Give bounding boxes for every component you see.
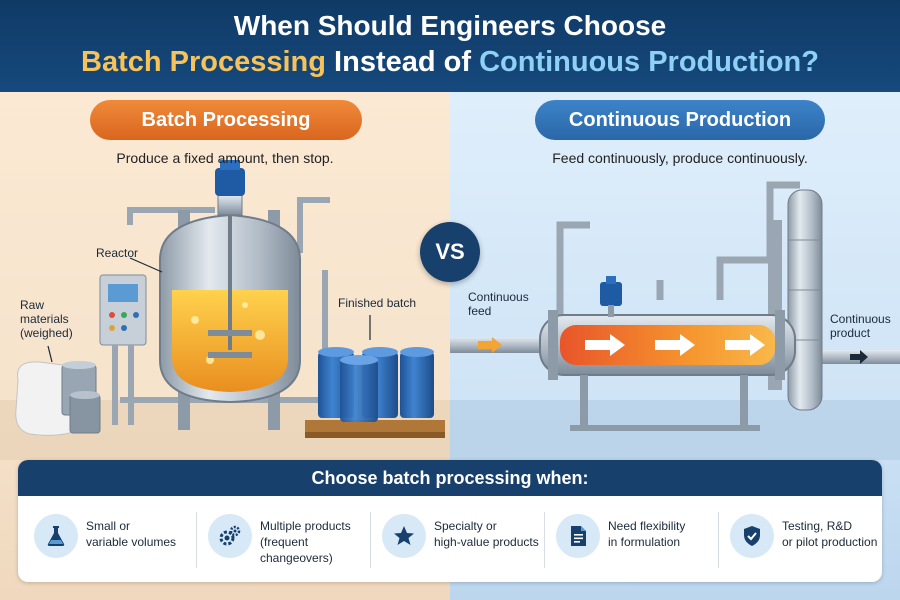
document-icon — [556, 514, 600, 558]
batch-subtitle: Produce a fixed amount, then stop. — [116, 150, 334, 166]
continuous-product-label: Continuous product — [830, 312, 891, 340]
raw-materials-line-3: (weighed) — [20, 326, 73, 340]
agitator-motor — [215, 160, 245, 196]
divider — [544, 512, 545, 568]
criterion-line-1: Testing, R&D — [782, 519, 853, 533]
continuous-pipes — [556, 181, 800, 330]
criterion-line-1: Small or — [86, 519, 131, 533]
star-icon — [382, 514, 426, 558]
divider — [196, 512, 197, 568]
criterion-line-2: variable volumes — [86, 535, 177, 549]
shield-check-icon — [730, 514, 774, 558]
criterion-line-2: high-value products — [434, 535, 539, 549]
criterion-specialty-products: Specialty or high-value products — [372, 504, 544, 574]
finished-drums — [305, 347, 445, 438]
criterion-line-1: Multiple products — [260, 519, 351, 533]
raw-material-containers — [15, 361, 101, 436]
criterion-line-2: or pilot production — [782, 535, 878, 549]
continuous-subtitle: Feed continuously, produce continuously. — [552, 150, 808, 166]
control-panel — [99, 274, 147, 425]
batch-leader-lines — [47, 257, 371, 363]
criterion-line-2: in formulation — [608, 535, 681, 549]
continuous-production-pill: Continuous Production — [535, 100, 825, 140]
gears-icon — [208, 514, 252, 558]
criterion-testing-rnd: Testing, R&D or pilot production — [720, 504, 882, 574]
divider — [370, 512, 371, 568]
continuous-feed-line-2: feed — [468, 304, 492, 318]
vs-badge: VS — [420, 222, 480, 282]
pump-motor — [600, 276, 622, 317]
finished-batch-label: Finished batch — [338, 296, 417, 310]
continuous-feed-label: Continuous feed — [468, 290, 529, 318]
criterion-line-2: (frequent changeovers) — [260, 535, 333, 565]
flask-icon — [34, 514, 78, 558]
divider — [718, 512, 719, 568]
title-middle: Instead of — [326, 46, 480, 78]
criterion-small-volumes: Small or variable volumes — [24, 504, 196, 574]
criterion-multiple-products: Multiple products (frequent changeovers) — [198, 504, 370, 574]
continuous-feed-line-1: Continuous — [468, 290, 529, 304]
continuous-product-line-2: product — [830, 326, 871, 340]
criterion-line-1: Specialty or — [434, 519, 497, 533]
criteria-heading: Choose batch processing when: — [18, 460, 882, 496]
criteria-panel: Choose batch processing when: Small or va… — [18, 460, 882, 582]
criterion-flexibility: Need flexibility in formulation — [546, 504, 718, 574]
batch-processing-pill: Batch Processing — [90, 100, 362, 140]
title-line-2: Batch Processing Instead of Continuous P… — [0, 46, 900, 79]
flow-arrows — [585, 334, 765, 356]
reactor-label: Reactor — [96, 246, 139, 260]
title-continuous-highlight: Continuous Production? — [479, 46, 819, 78]
raw-materials-line-2: materials — [20, 312, 69, 326]
product-arrow — [850, 350, 868, 364]
header-banner: When Should Engineers Choose Batch Proce… — [0, 0, 900, 92]
criterion-line-1: Need flexibility — [608, 519, 686, 533]
title-batch-highlight: Batch Processing — [81, 46, 326, 78]
title-line-1: When Should Engineers Choose — [233, 10, 667, 41]
raw-materials-label: Raw materials (weighed) — [20, 298, 73, 340]
reactor-vessel — [159, 194, 301, 430]
continuous-product-line-1: Continuous — [830, 312, 891, 326]
reactor-supports — [570, 375, 760, 431]
raw-materials-line-1: Raw — [20, 298, 45, 312]
feed-arrow — [478, 337, 502, 353]
